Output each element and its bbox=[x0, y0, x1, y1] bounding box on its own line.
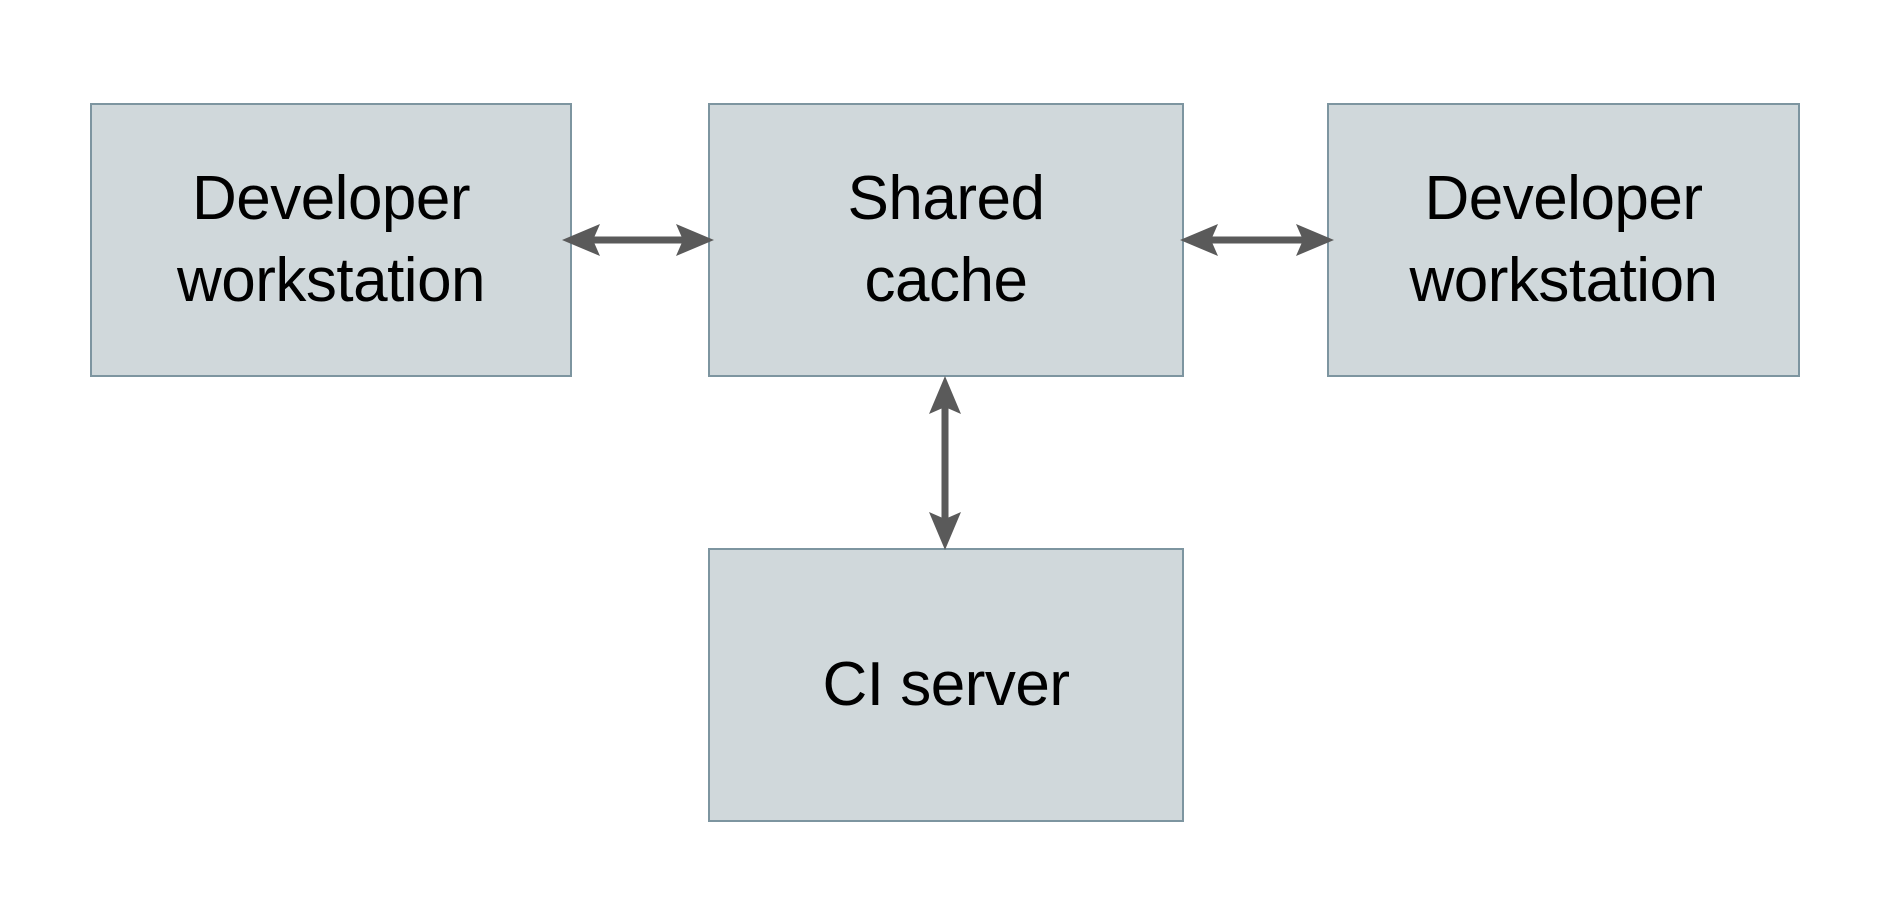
arrowhead-left-icon bbox=[562, 224, 600, 256]
arrowhead-left-icon bbox=[1180, 224, 1218, 256]
node-ci-server[interactable]: CI server bbox=[708, 548, 1184, 822]
edge-dev-left-to-shared-cache[interactable] bbox=[560, 196, 716, 284]
edge-shared-cache-to-ci-server[interactable] bbox=[901, 370, 989, 556]
node-developer-workstation-left[interactable]: Developer workstation bbox=[90, 103, 572, 377]
node-label: CI server bbox=[822, 650, 1070, 720]
node-label: Developer workstation bbox=[176, 164, 486, 315]
node-developer-workstation-right[interactable]: Developer workstation bbox=[1327, 103, 1800, 377]
node-label: Shared cache bbox=[847, 164, 1045, 315]
arrowhead-right-icon bbox=[1296, 224, 1334, 256]
arrowhead-right-icon bbox=[676, 224, 714, 256]
arrowhead-up-icon bbox=[929, 376, 961, 414]
node-shared-cache[interactable]: Shared cache bbox=[708, 103, 1184, 377]
node-label: Developer workstation bbox=[1409, 164, 1718, 315]
arrowhead-down-icon bbox=[929, 512, 961, 550]
edge-shared-cache-to-dev-right[interactable] bbox=[1176, 196, 1336, 284]
